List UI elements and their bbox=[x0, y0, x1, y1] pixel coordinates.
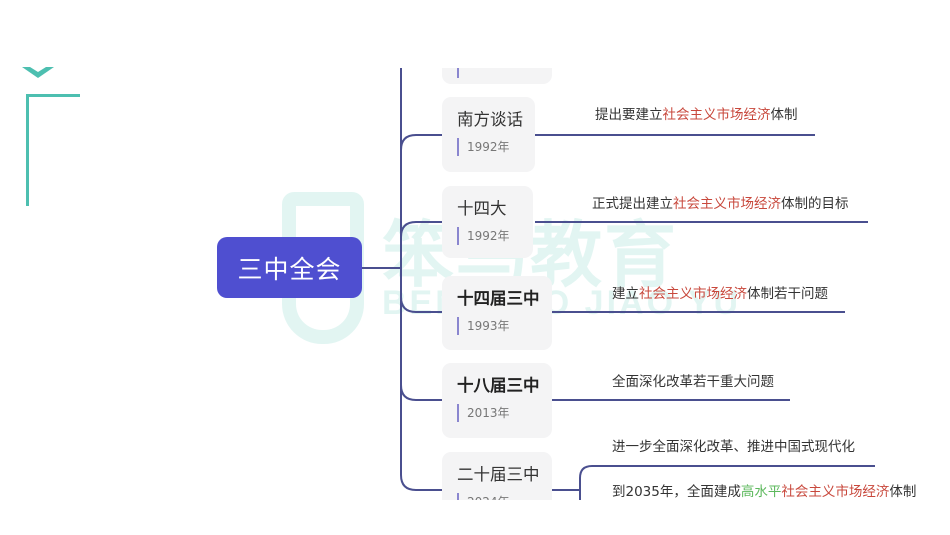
node-shisida[interactable]: 十四大 1992年 bbox=[442, 186, 533, 258]
node-title: 十四届三中 bbox=[457, 289, 540, 308]
node-partial-top[interactable] bbox=[442, 68, 552, 84]
connector-lines bbox=[362, 68, 875, 500]
desc-text: 正式提出建立 bbox=[592, 196, 673, 212]
desc-highlight: 社会主义市场经济 bbox=[639, 286, 747, 302]
year-bar bbox=[457, 227, 459, 245]
year-bar bbox=[457, 317, 459, 335]
desc-nanfang-tanhua: 提出要建立社会主义市场经济体制 bbox=[595, 106, 798, 124]
desc-text: 体制若干问题 bbox=[747, 286, 828, 302]
node-shibajie-sanzhong[interactable]: 十八届三中 2013年 bbox=[442, 363, 552, 438]
node-year: 2024年 bbox=[467, 494, 510, 500]
desc-text: 体制的目标 bbox=[781, 196, 849, 212]
desc-text: 建立 bbox=[612, 286, 639, 302]
year-bar bbox=[457, 68, 459, 78]
node-nanfang-tanhua[interactable]: 南方谈话 1992年 bbox=[442, 97, 535, 172]
node-title: 二十届三中 bbox=[457, 465, 540, 484]
desc-text: 全面深化改革若干重大问题 bbox=[612, 374, 774, 390]
desc-ershijie-child-2: 到2035年，全面建成高水平社会主义市场经济体制 bbox=[612, 483, 916, 500]
node-year: 1992年 bbox=[467, 140, 510, 154]
desc-shisida: 正式提出建立社会主义市场经济体制的目标 bbox=[592, 195, 849, 213]
desc-highlight: 社会主义市场经济 bbox=[673, 196, 781, 212]
mindmap-canvas: 笨鸟教育 BEN NIAO JIAO YU 三 bbox=[0, 68, 950, 500]
node-title: 十四大 bbox=[457, 199, 507, 218]
desc-shisijie-sanzhong: 建立社会主义市场经济体制若干问题 bbox=[612, 285, 828, 303]
node-year: 1993年 bbox=[467, 319, 510, 333]
desc-text: 进一步全面深化改革、推进中国式现代化 bbox=[612, 439, 855, 455]
desc-text: 提出要建立 bbox=[595, 107, 663, 123]
desc-highlight: 社会主义市场经济 bbox=[781, 484, 890, 500]
desc-shibajie-sanzhong: 全面深化改革若干重大问题 bbox=[612, 373, 774, 391]
node-year: 1992年 bbox=[467, 229, 510, 243]
node-ershijie-sanzhong[interactable]: 二十届三中 2024年 bbox=[442, 452, 552, 500]
desc-highlight: 社会主义市场经济 bbox=[662, 107, 771, 123]
root-node-label: 三中全会 bbox=[237, 254, 342, 284]
year-bar bbox=[457, 493, 459, 500]
year-bar bbox=[457, 404, 459, 422]
year-bar bbox=[457, 138, 459, 156]
desc-text: 体制 bbox=[770, 107, 798, 123]
node-title: 十八届三中 bbox=[457, 376, 540, 395]
corner-bracket-decoration bbox=[26, 94, 80, 206]
node-shisijie-sanzhong[interactable]: 十四届三中 1993年 bbox=[442, 276, 552, 350]
root-node[interactable]: 三中全会 bbox=[217, 237, 362, 298]
desc-text: 体制 bbox=[889, 484, 917, 500]
mindmap-viewport[interactable]: 笨鸟教育 BEN NIAO JIAO YU 三 bbox=[0, 68, 950, 500]
desc-highlight-green: 高水平 bbox=[740, 484, 782, 500]
node-year: 2013年 bbox=[467, 406, 510, 420]
desc-ershijie-child-1: 进一步全面深化改革、推进中国式现代化 bbox=[612, 438, 855, 456]
node-title: 南方谈话 bbox=[457, 110, 523, 129]
desc-text: 到2035年，全面建成 bbox=[612, 484, 741, 500]
chevron-down-icon bbox=[22, 67, 54, 78]
